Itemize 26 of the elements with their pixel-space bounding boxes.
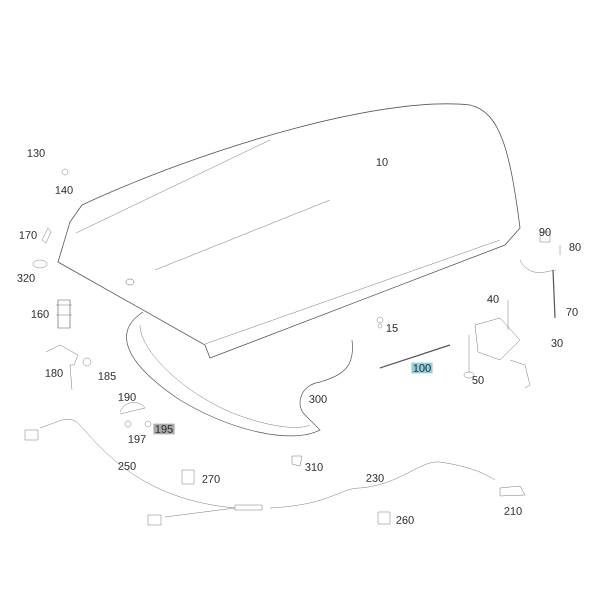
callout-number: 90 — [539, 228, 551, 236]
callout-number: 180 — [46, 369, 63, 377]
callout-number: 30 — [551, 339, 563, 347]
callout-number: 15 — [386, 324, 398, 332]
callout-number: 40 — [487, 295, 499, 303]
callout-number: 250 — [118, 462, 136, 470]
callout-number: 310 — [305, 463, 323, 471]
highlighted-callout-number: 195 — [153, 424, 175, 434]
callout-number: 140 — [56, 186, 73, 194]
callout-number: 185 — [98, 372, 116, 380]
callout-number: 230 — [366, 474, 384, 482]
callout-number: 197 — [128, 435, 146, 443]
callout-number: 70 — [566, 308, 578, 316]
callout-number: 190 — [118, 393, 136, 401]
callout-number: 80 — [569, 243, 581, 251]
callout-number: 210 — [504, 507, 522, 515]
callout-number: 270 — [202, 475, 220, 483]
callout-number: 260 — [396, 516, 414, 524]
callout-number: 320 — [17, 274, 35, 282]
callout-number: 50 — [472, 376, 484, 384]
callout-number: 130 — [28, 149, 45, 157]
highlighted-callout-number: 100 — [411, 362, 433, 374]
callout-number: 10 — [376, 158, 388, 166]
callout-number: 170 — [20, 231, 37, 239]
callout-number: 300 — [309, 395, 327, 403]
callout-number: 160 — [32, 310, 49, 318]
